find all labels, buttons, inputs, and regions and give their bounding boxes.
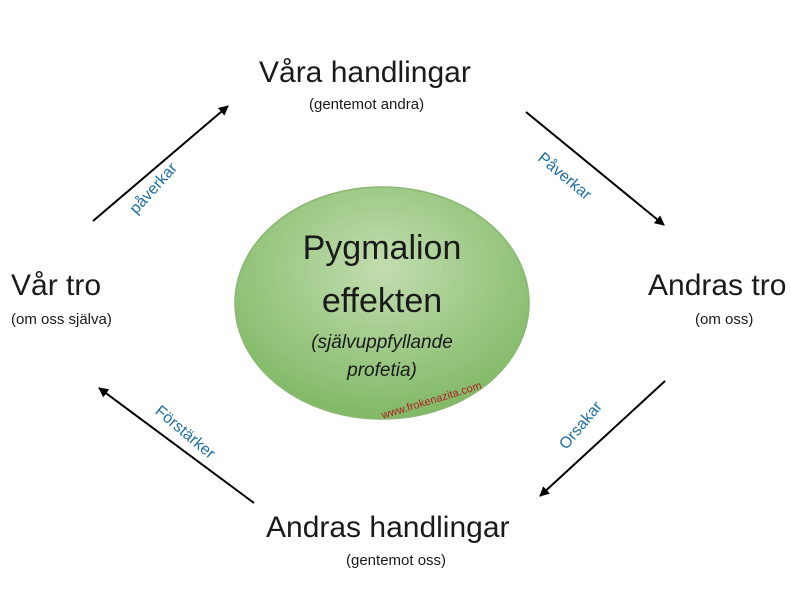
center-subtitle-line1: (självuppfyllande (311, 332, 453, 353)
node-right-title: Andras tro (648, 269, 787, 302)
node-bottom-title: Andras handlingar (266, 511, 510, 544)
node-top-title: Våra handlingar (259, 56, 471, 89)
node-left-subtitle: (om oss själva) (11, 311, 112, 328)
center-title-line1: Pygmalion (302, 229, 462, 267)
center-subtitle-line2: profetia) (347, 360, 417, 381)
arrow-left-to-top (92, 105, 229, 222)
center-ellipse (234, 186, 530, 420)
node-top-subtitle: (gentemot andra) (309, 96, 425, 113)
arrow-right-to-bottom (539, 380, 666, 497)
center-title-line2: effekten (321, 282, 443, 320)
node-right-subtitle: (om oss) (695, 311, 754, 328)
center-concept: Pygmalion effekten (självuppfyllande pro… (235, 187, 529, 419)
node-left-title: Vår tro (11, 269, 102, 302)
arrow-top-to-right (525, 111, 665, 226)
node-bottom-subtitle: (gentemot oss) (346, 552, 447, 569)
arrow-bottom-to-left (98, 387, 255, 504)
